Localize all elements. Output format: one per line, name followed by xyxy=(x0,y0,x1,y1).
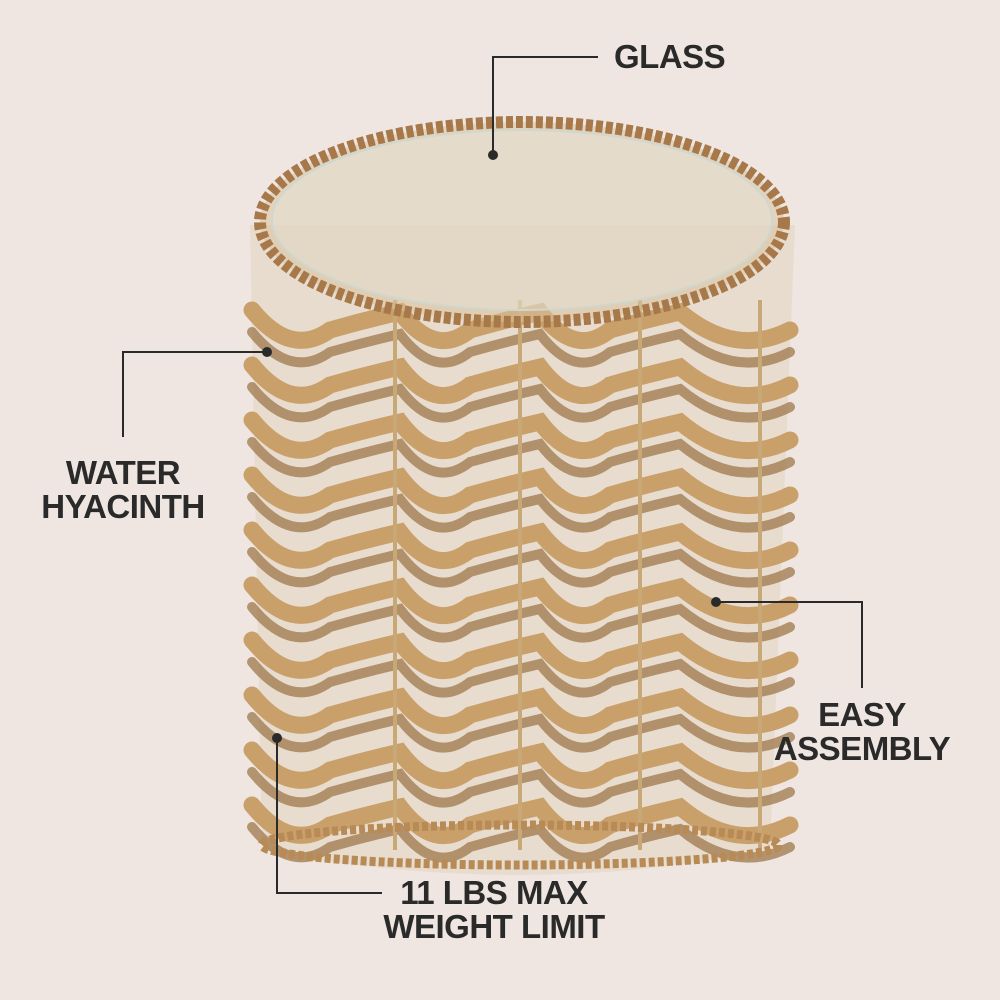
weave-strand xyxy=(243,576,799,625)
leader-lines xyxy=(122,56,863,894)
material-label-line2: HYACINTH xyxy=(41,488,205,525)
assembly-label-line1: EASY xyxy=(818,696,906,733)
glass-surface xyxy=(271,129,773,311)
glass-top xyxy=(254,116,790,328)
weave-strand xyxy=(243,741,799,790)
weight-label: 11 LBS MAX WEIGHT LIMIT xyxy=(372,876,616,944)
assembly-label: EASY ASSEMBLY xyxy=(752,698,972,766)
leader-dots xyxy=(262,150,721,743)
weave-strand xyxy=(247,712,795,753)
weave-strand xyxy=(247,767,795,808)
weight-label-line2: WEIGHT LIMIT xyxy=(383,908,605,945)
glass-leader xyxy=(492,56,598,155)
weave-strand xyxy=(243,356,799,405)
weave-strand xyxy=(247,327,795,368)
material-leader xyxy=(122,351,267,437)
bottom-rim xyxy=(257,820,783,870)
assembly-label-line2: ASSEMBLY xyxy=(773,730,951,767)
weave-strand xyxy=(243,411,799,460)
weave-strand xyxy=(247,437,795,478)
weave-strand xyxy=(247,382,795,423)
weave-strand xyxy=(247,657,795,698)
wicker-side-table xyxy=(243,116,799,875)
weave-strand xyxy=(243,686,799,735)
weave-strand xyxy=(247,602,795,643)
weave-strand xyxy=(243,796,799,845)
woven-bands xyxy=(243,301,799,863)
weave-strand xyxy=(247,547,795,588)
vertical-supports xyxy=(393,300,762,850)
weave-strand xyxy=(247,492,795,533)
glass-label: GLASS xyxy=(614,38,726,75)
weight-leader xyxy=(276,738,382,894)
glass-label-text: GLASS xyxy=(614,38,726,75)
weight-label-line1: 11 LBS MAX xyxy=(400,874,588,911)
weave-strand xyxy=(243,521,799,570)
weave-strand xyxy=(243,631,799,680)
assembly-leader xyxy=(716,601,863,688)
material-label-line1: WATER xyxy=(65,454,181,491)
weave-strand xyxy=(243,466,799,515)
material-label: WATER HYACINTH xyxy=(23,456,223,524)
